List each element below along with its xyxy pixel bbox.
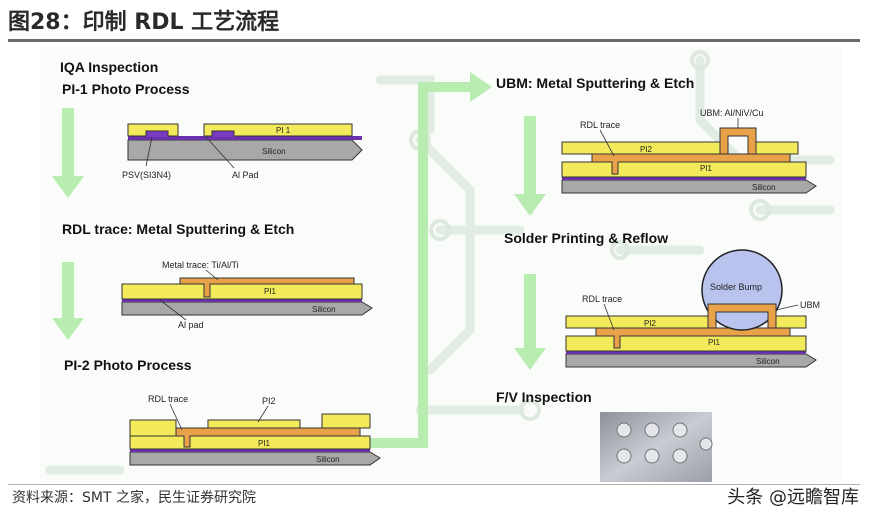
- pi2-layer-mid: [207, 419, 301, 429]
- rdl-trace: [595, 327, 791, 349]
- step-pi2-photo-process: PI-2 Photo Process: [64, 357, 192, 373]
- passivation-layer: [130, 449, 370, 452]
- pi1-layer: [561, 161, 807, 178]
- cross-section-pi2: PI1 Silicon RDL trace PI2: [129, 394, 381, 466]
- rdl-trace-label: RDL trace: [580, 120, 620, 130]
- passivation-layer: [128, 136, 362, 140]
- metal-trace-label: Metal trace: Ti/Al/Ti: [162, 260, 239, 270]
- metal-trace: [179, 277, 355, 298]
- watermark: 头条 @远瞻智库: [727, 487, 859, 508]
- pi1-layer-right: [203, 123, 353, 137]
- step-rdl-trace: RDL trace: Metal Sputtering & Etch: [62, 221, 294, 237]
- footer-divider: [8, 484, 860, 485]
- process-diagram: IQA Inspection PI-1 Photo Process RDL tr…: [45, 50, 835, 482]
- pi1-layer: [565, 335, 807, 352]
- pi1-layer-left: [127, 123, 179, 137]
- arrow-down-3: [514, 116, 546, 216]
- pi1-label: PI1: [708, 338, 721, 347]
- ubm-metal-label: UBM: Al/NiV/Cu: [700, 108, 764, 118]
- pi1-label: PI1: [258, 439, 271, 448]
- arrow-down-4: [514, 274, 546, 370]
- silicon-label: Silicon: [262, 147, 286, 156]
- ubm-label: UBM: [800, 300, 820, 310]
- ubm-metal: [707, 303, 777, 329]
- step-ubm: UBM: Metal Sputtering & Etch: [496, 75, 694, 91]
- pi1-label: PI 1: [276, 126, 291, 135]
- pi1-label: PI1: [264, 287, 277, 296]
- cross-section-solder: Solder Bump PI2 PI1 Silicon RDL trace UB…: [565, 249, 820, 368]
- silicon-layer: [127, 139, 363, 161]
- rdl-trace-label: RDL trace: [582, 294, 622, 304]
- figure-title: 图28：印制 RDL 工艺流程: [8, 10, 280, 35]
- passivation-layer: [566, 351, 806, 354]
- pi2-label: PI2: [262, 396, 276, 406]
- arrow-down-1: [52, 108, 84, 198]
- pi2-label: PI2: [644, 319, 657, 328]
- cross-section-rdl: PI1 Silicon Metal trace: Ti/Al/Ti Al pad: [121, 260, 373, 330]
- flow-arrows: [52, 72, 546, 448]
- rdl-trace: [175, 427, 361, 448]
- psv-label: PSV(SI3N4): [122, 170, 171, 180]
- al-pad-label: Al Pad: [232, 170, 259, 180]
- pi2-layer: [565, 315, 717, 329]
- passivation-layer: [122, 299, 362, 302]
- fv-inspection-photo: [600, 412, 713, 482]
- arrow-connector-up: [352, 72, 492, 448]
- solder-bump-label: Solder Bump: [710, 282, 762, 292]
- pi1-layer: [129, 435, 371, 450]
- cross-section-ubm: PI2 PI1 Silicon RDL trace UBM: Al/NiV/Cu: [561, 108, 817, 194]
- silicon-layer: [561, 179, 817, 194]
- al-pad-right: [212, 131, 234, 137]
- title-divider: [8, 39, 860, 42]
- cross-section-pi1: PI 1 Silicon PSV(SI3N4) Al Pad: [122, 123, 363, 180]
- pi1-layer: [121, 283, 363, 300]
- pi1-label: PI1: [700, 164, 713, 173]
- step-solder-printing: Solder Printing & Reflow: [504, 230, 668, 246]
- silicon-label: Silicon: [312, 305, 336, 314]
- step-iqa-inspection: IQA Inspection: [60, 59, 158, 75]
- pi2-label: PI2: [640, 145, 653, 154]
- silicon-label: Silicon: [756, 357, 780, 366]
- silicon-layer: [129, 451, 381, 466]
- rdl-trace-label: RDL trace: [148, 394, 188, 404]
- silicon-label: Silicon: [316, 455, 340, 464]
- circuit-nodes: [409, 50, 771, 421]
- arrow-down-2: [52, 262, 84, 340]
- pi2-layer-left: [129, 419, 177, 437]
- step-pi1-photo-process: PI-1 Photo Process: [62, 81, 190, 97]
- source-note: 资料来源：SMT 之家，民生证券研究院: [12, 490, 256, 506]
- al-pad: [146, 131, 168, 137]
- rdl-trace: [591, 153, 791, 175]
- process-diagram-panel: IQA Inspection PI-1 Photo Process RDL tr…: [40, 46, 842, 482]
- passivation-layer: [562, 177, 806, 180]
- pi2-layer-right: [321, 413, 371, 429]
- silicon-label: Silicon: [752, 183, 776, 192]
- step-fv-inspection: F/V Inspection: [496, 389, 592, 405]
- al-pad-label: Al pad: [178, 320, 204, 330]
- ubm-metal: [719, 127, 757, 155]
- pi2-layer-right: [773, 315, 807, 329]
